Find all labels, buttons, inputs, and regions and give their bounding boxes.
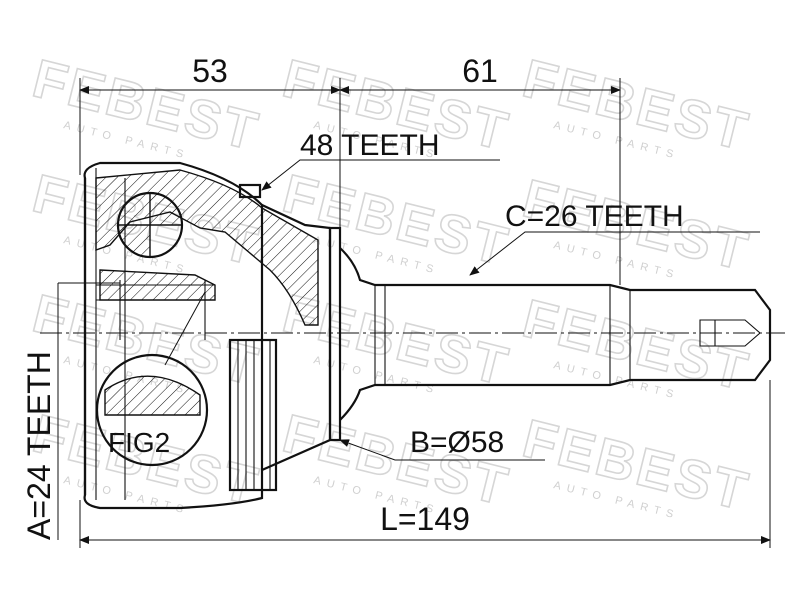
fig2-label: FIG2 xyxy=(108,427,170,458)
spline-teeth-label: 48 TEETH xyxy=(300,129,440,162)
dim-53-label: 53 xyxy=(192,53,228,89)
a-teeth-label: A=24 TEETH xyxy=(21,351,57,540)
stem-shaft xyxy=(339,247,772,421)
fig2-detail-circle xyxy=(95,353,209,467)
bell-housing xyxy=(83,161,342,510)
dimension-lines xyxy=(57,78,771,548)
dim-61-label: 61 xyxy=(462,53,498,89)
c-teeth-label: C=26 TEETH xyxy=(505,200,684,233)
b-diameter-label: B=Ø58 xyxy=(410,426,504,459)
abs-ring-teeth xyxy=(237,340,271,490)
length-label: L=149 xyxy=(380,501,470,537)
